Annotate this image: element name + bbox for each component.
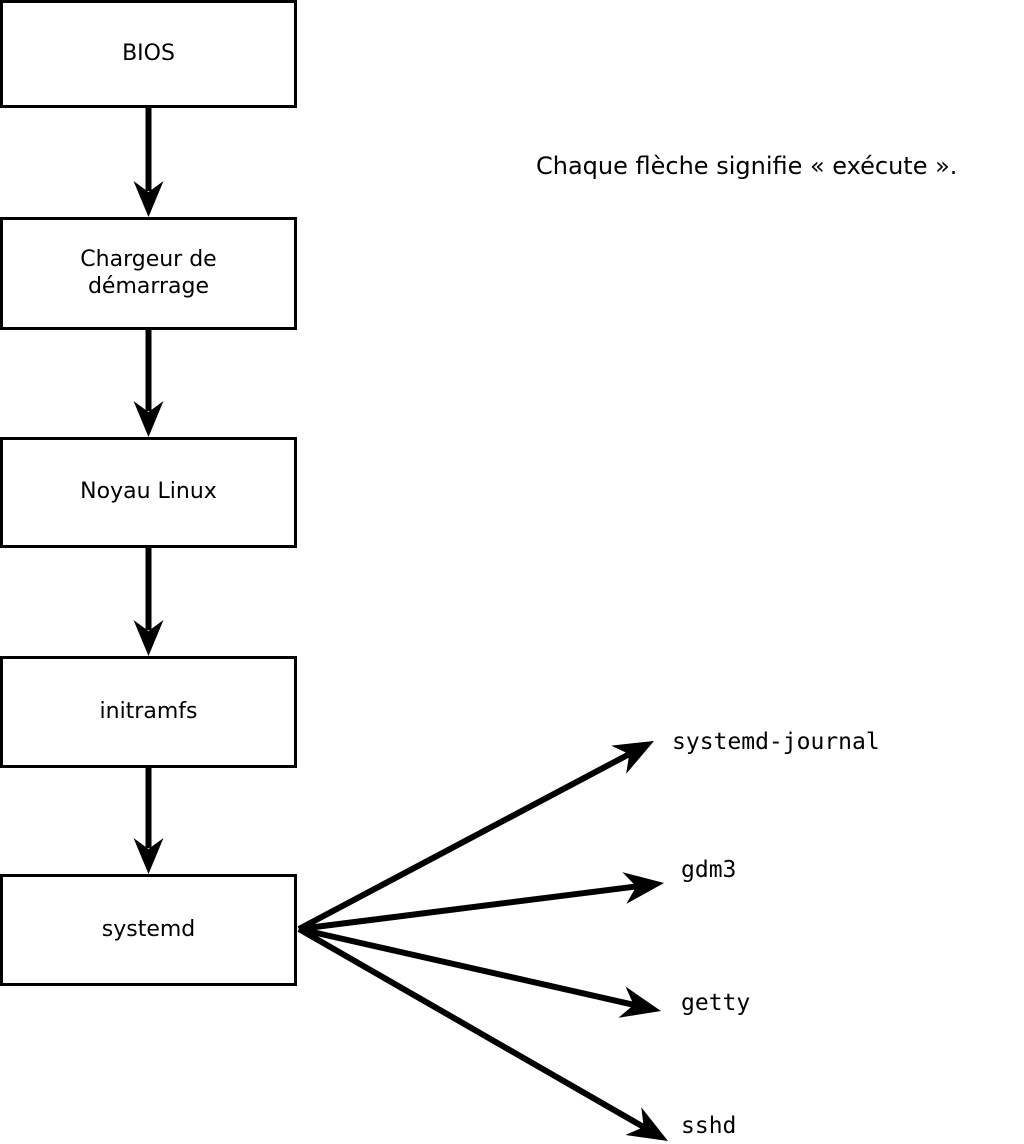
service-arrow-group [297,741,668,1141]
process-box-label: systemd [101,916,196,942]
service-label-sshd: sshd [681,1113,737,1139]
service-label-systemd-journal: systemd-journal [672,729,880,755]
service-arrow-shaft-gdm3 [298,883,637,932]
process-box-bootloader: Chargeur de démarrage [0,217,297,330]
arrow-head-bios-to-bootloader [133,181,164,217]
process-box-systemd: systemd [0,874,297,986]
vertical-arrow-group [133,108,164,874]
service-arrow-shaft-sshd [297,926,646,1130]
service-arrow-head-sshd [625,1107,668,1141]
process-box-initramfs: initramfs [0,656,297,768]
process-box-label: Noyau Linux [80,479,217,505]
service-arrow-shaft-getty [298,926,635,1008]
arrow-head-kernel-to-initramfs [133,620,164,656]
service-label-getty: getty [681,990,751,1016]
legend-note: Chaque flèche signifie « exécute ». [536,152,958,180]
service-arrow-head-gdm3 [622,872,664,904]
process-box-kernel: Noyau Linux [0,437,297,548]
arrow-head-bootloader-to-kernel [133,401,164,437]
service-arrow-shaft-systemd-journal [297,751,631,932]
service-label-gdm3: gdm3 [681,857,737,883]
process-box-bios: BIOS [0,0,297,108]
arrow-head-initramfs-to-systemd [133,838,164,874]
service-arrow-head-getty [618,986,661,1018]
process-box-label: BIOS [122,40,175,66]
service-arrow-head-systemd-journal [611,741,654,774]
process-box-label: Chargeur de démarrage [80,246,217,299]
process-box-label: initramfs [99,698,198,724]
